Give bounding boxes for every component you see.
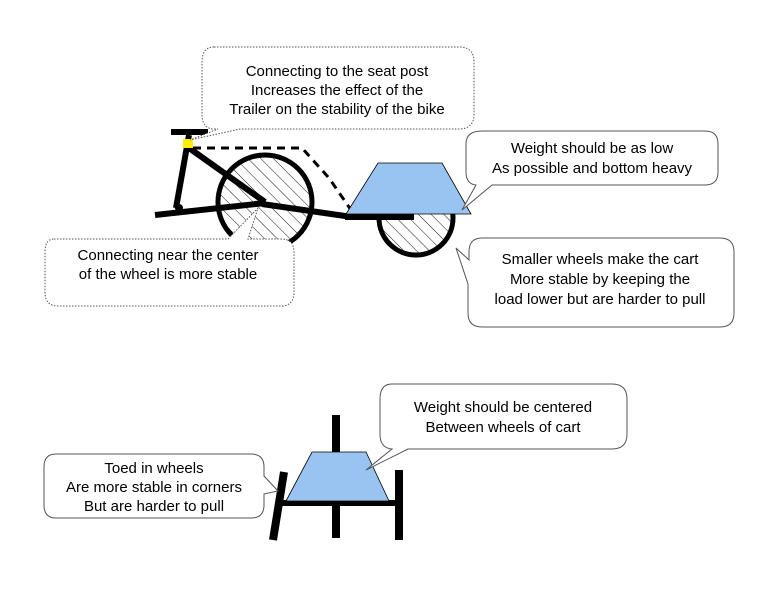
callout-weight-centered: Weight should be centered Between wheels… <box>365 383 628 471</box>
callout-weight-centered-line-1: Weight should be centered <box>414 399 592 416</box>
callout-weight-centered-line-2: Between wheels of cart <box>425 419 581 436</box>
callout-weight-low: Weight should be as low As possible and … <box>461 130 719 211</box>
callout-small-wheels: Smaller wheels make the cart More stable… <box>455 237 735 328</box>
cart-top-view <box>269 415 403 541</box>
callout-seat-post: Connecting to the seat post Increases th… <box>189 46 475 141</box>
callout-seat-post-line-1: Connecting to the seat post <box>246 63 429 80</box>
callout-small-wheels-line-1: Smaller wheels make the cart <box>502 251 700 268</box>
callout-toed-in: Toed in wheels Are more stable in corner… <box>43 453 279 519</box>
callout-toed-in-line-3: But are harder to pull <box>84 498 224 515</box>
callout-wheel-center: Connecting near the center of the wheel … <box>44 207 295 307</box>
bike-with-trailer-side-view <box>154 129 472 258</box>
cart-left-wheel-toed-in <box>269 471 288 541</box>
callout-weight-low-line-1: Weight should be as low <box>511 140 673 157</box>
callout-weight-low-line-2: As possible and bottom heavy <box>492 160 693 177</box>
callout-small-wheels-line-3: load lower but are harder to pull <box>495 291 706 308</box>
callout-small-wheels-line-2: More stable by keeping the <box>510 271 690 288</box>
callout-wheel-center-line-2: of the wheel is more stable <box>79 266 257 283</box>
seat-post-hitch-arm-dashed <box>193 146 353 211</box>
callout-seat-post-line-2: Increases the effect of the <box>251 82 423 99</box>
axle-hitch-arm <box>261 201 353 220</box>
callout-toed-in-line-1: Toed in wheels <box>104 460 203 477</box>
bike-crank <box>175 204 183 212</box>
callout-wheel-center-line-1: Connecting near the center <box>78 247 259 264</box>
cart-load <box>285 451 390 502</box>
trailer-load <box>345 162 472 215</box>
seat-post-hitch-point <box>183 139 193 148</box>
callout-seat-post-line-3: Trailer on the stability of the bike <box>229 101 444 118</box>
callout-toed-in-line-2: Are more stable in corners <box>66 479 242 496</box>
